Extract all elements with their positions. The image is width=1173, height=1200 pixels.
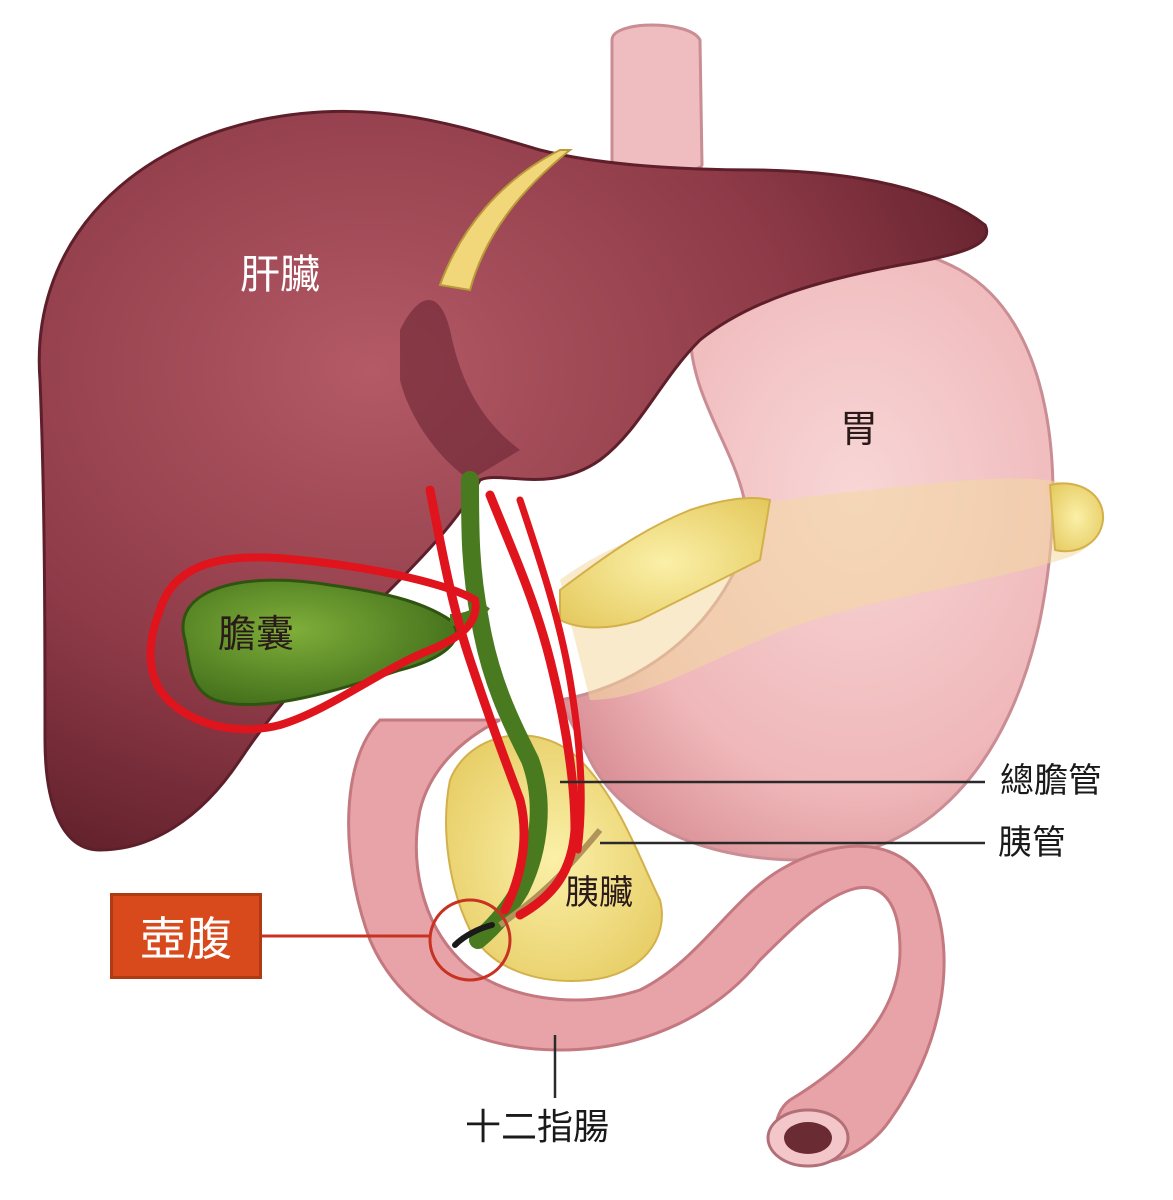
ampulla-badge: 壺腹: [110, 893, 262, 979]
label-pancreatic-duct: 胰管: [998, 823, 1066, 863]
ampulla-circle: [428, 898, 512, 982]
label-stomach: 胃: [840, 407, 879, 451]
esophagus: [610, 23, 704, 174]
label-common-bile-duct: 總膽管: [1000, 761, 1102, 801]
falciform-ligament: [438, 149, 573, 292]
label-ampulla: 壺腹: [140, 912, 232, 966]
duct-red-scribble-1: [425, 485, 529, 915]
duct-red-scribble-3: [516, 496, 585, 854]
duct-red-scribble-2: [485, 490, 580, 920]
label-duodenum: 十二指腸: [465, 1107, 610, 1148]
label-gallbladder: 膽囊: [218, 612, 295, 656]
label-liver: 肝臟: [240, 252, 320, 298]
gallbladder-red-outline: [146, 553, 480, 734]
pancreas-tail: [1048, 482, 1105, 553]
label-pancreas: 胰臟: [565, 873, 633, 913]
pancreas-lobules: [559, 497, 772, 629]
